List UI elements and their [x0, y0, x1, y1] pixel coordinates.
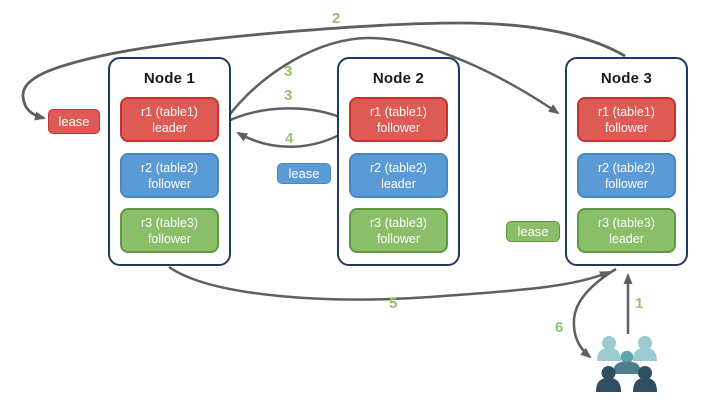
- node-1-replica-r2: r2 (table2) follower: [120, 153, 219, 198]
- node-2: Node 2 r1 (table1) follower r2 (table2) …: [337, 57, 460, 266]
- replica-name: r1 (table1): [141, 104, 198, 119]
- person-icon: [613, 350, 641, 374]
- users-group-icon: [596, 336, 657, 392]
- step-label-1: 1: [635, 295, 644, 312]
- replica-name: r3 (table3): [141, 215, 198, 230]
- lease-badge-table2: lease: [277, 163, 331, 184]
- node-1-replica-r3: r3 (table3) follower: [120, 208, 219, 253]
- replica-role: follower: [376, 120, 421, 135]
- node-2-replica-r2: r2 (table2) leader: [349, 153, 448, 198]
- lease-badge-table3: lease: [506, 221, 560, 242]
- replica-role: leader: [609, 231, 644, 246]
- replica-name: r1 (table1): [598, 104, 655, 119]
- lease-label: lease: [517, 224, 549, 239]
- replica-role: leader: [381, 176, 416, 191]
- node-3-replica-r1: r1 (table1) follower: [577, 97, 676, 142]
- step-label-3: 3: [284, 63, 293, 80]
- step-label-4: 4: [285, 130, 294, 147]
- arrow-step-3-node1-to-node3: [222, 36, 560, 123]
- step-label-3: 3: [284, 87, 293, 104]
- replica-name: r2 (table2): [370, 160, 427, 175]
- replica-role: leader: [152, 120, 187, 135]
- arrow-step-4-node2-to-node1: [236, 127, 351, 148]
- person-icon: [597, 336, 621, 361]
- node-3-replica-r2: r2 (table2) follower: [577, 153, 676, 198]
- lease-label: lease: [58, 114, 90, 129]
- node-3: Node 3 r1 (table1) follower r2 (table2) …: [565, 57, 688, 266]
- replica-name: r2 (table2): [141, 160, 198, 175]
- step-label-6: 6: [555, 319, 564, 336]
- replica-role: follower: [147, 176, 192, 191]
- replica-role: follower: [376, 231, 421, 246]
- replica-name: r3 (table3): [598, 215, 655, 230]
- lease-badge-table1: lease: [48, 109, 100, 134]
- arrow-step-5-node1-to-node3: [168, 265, 611, 301]
- node-1: Node 1 r1 (table1) leader r2 (table2) fo…: [108, 57, 231, 266]
- arrow-step-2-node3-to-lease1: [21, 21, 626, 121]
- node-1-replica-r1: r1 (table1) leader: [120, 97, 219, 142]
- replica-name: r1 (table1): [370, 104, 427, 119]
- arrow-step-6-node3-to-users: [572, 267, 617, 359]
- node-2-title: Node 2: [372, 70, 425, 87]
- replica-role: follower: [147, 231, 192, 246]
- replica-role: follower: [604, 120, 649, 135]
- person-icon: [596, 366, 621, 392]
- lease-label: lease: [288, 166, 320, 181]
- step-label-2: 2: [332, 10, 341, 27]
- node-3-title: Node 3: [600, 70, 653, 87]
- node-2-replica-r3: r3 (table3) follower: [349, 208, 448, 253]
- replica-name: r3 (table3): [370, 215, 427, 230]
- node-2-replica-r1: r1 (table1) follower: [349, 97, 448, 142]
- person-icon: [633, 336, 657, 361]
- replica-name: r2 (table2): [598, 160, 655, 175]
- replica-role: follower: [604, 176, 649, 191]
- arrow-step-3-node1-to-node2: [223, 107, 349, 125]
- node-1-title: Node 1: [143, 70, 196, 87]
- node-3-replica-r3: r3 (table3) leader: [577, 208, 676, 253]
- person-icon: [633, 366, 657, 392]
- step-label-5: 5: [389, 295, 398, 312]
